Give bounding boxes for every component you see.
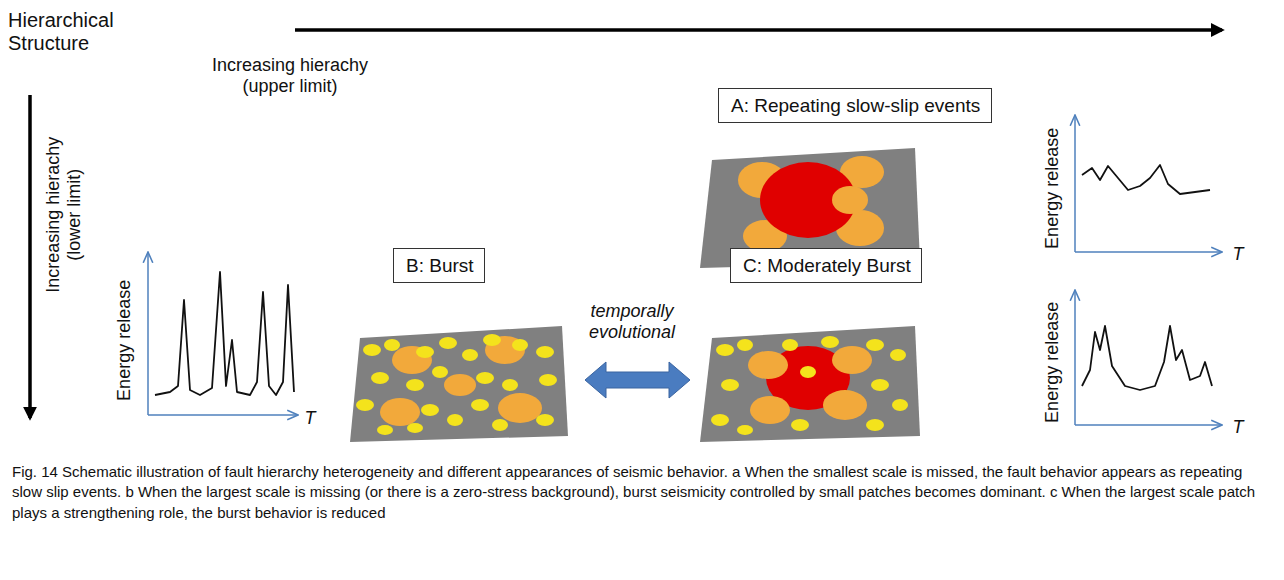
energy-curve <box>1082 165 1210 194</box>
axis-label: T <box>1228 417 1248 438</box>
figure-caption: Fig. 14 Schematic illustration of fault … <box>12 462 1270 523</box>
box-label: C: Moderately Burst <box>743 255 911 278</box>
arrow-label: temporally evolutional <box>570 301 695 342</box>
energy-curve <box>1082 326 1212 390</box>
title-box: C: Moderately Burst <box>730 248 922 283</box>
diagram-heading: Hierarchical Structure <box>8 9 158 55</box>
hierarchy-arrow <box>295 28 1222 32</box>
axis-label: Energy release <box>1042 292 1063 432</box>
title-box: A: Repeating slow-slip events <box>718 88 992 123</box>
axis-label: T <box>1228 244 1248 265</box>
axis-label: Energy release <box>114 270 135 410</box>
axis-label: T <box>300 408 320 429</box>
axis-label: Increasing hierachy (upper limit) <box>190 55 390 96</box>
box-label: A: Repeating slow-slip events <box>731 95 980 118</box>
chart-axes <box>1075 115 1222 252</box>
fault-patch <box>350 326 568 442</box>
chart-axes <box>148 252 298 415</box>
axis-label: Increasing hierachy (lower limit) <box>43 120 84 310</box>
chart-axes <box>1075 290 1222 425</box>
axis-label: Energy release <box>1042 118 1063 258</box>
fault-patch <box>700 326 920 442</box>
double-arrow <box>585 362 690 398</box>
energy-curve <box>155 272 294 395</box>
hierarchy-arrow <box>28 95 32 418</box>
box-label: B: Burst <box>406 255 474 278</box>
title-box: B: Burst <box>393 248 485 283</box>
